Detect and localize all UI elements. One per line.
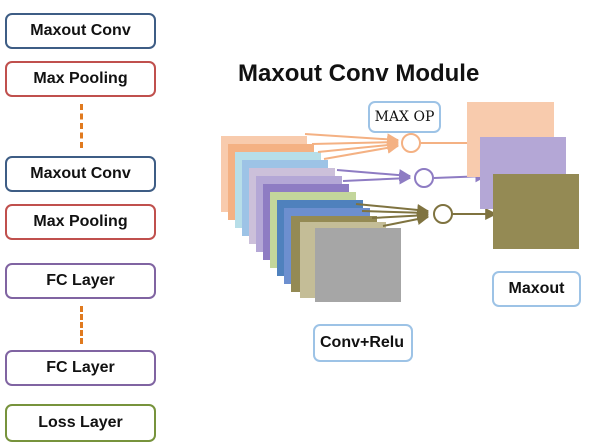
feature-map-stack: [221, 136, 401, 302]
loss-layer-block: Loss Layer: [5, 404, 156, 442]
max-op-node-2: [414, 168, 434, 188]
maxout-conv-block-2: Maxout Conv: [5, 156, 156, 192]
max-op-node-3: [433, 204, 453, 224]
feature-map: [315, 228, 401, 302]
max-pooling-block-2: Max Pooling: [5, 204, 156, 240]
maxout-label: Maxout: [492, 271, 581, 307]
maxout-conv-block-1: Maxout Conv: [5, 13, 156, 49]
fc-layer-block-2: FC Layer: [5, 350, 156, 386]
fc-layer-block-1: FC Layer: [5, 263, 156, 299]
max-op-arrows-group-1: [304, 133, 483, 160]
max-pooling-block-1: Max Pooling: [5, 61, 156, 97]
maxout-output-map-3: [493, 174, 579, 249]
pipeline-ellipsis-connector-2: [80, 306, 83, 344]
module-title: Maxout Conv Module: [238, 60, 480, 87]
max-op-arrows-group-3: [355, 203, 498, 227]
pipeline-ellipsis-connector-1: [80, 104, 83, 148]
max-op-node-1: [401, 133, 421, 153]
conv-relu-label: Conv+Relu: [313, 324, 413, 362]
max-op-label: MAX OP: [368, 101, 441, 133]
max-op-arrows-group-2: [336, 169, 488, 185]
